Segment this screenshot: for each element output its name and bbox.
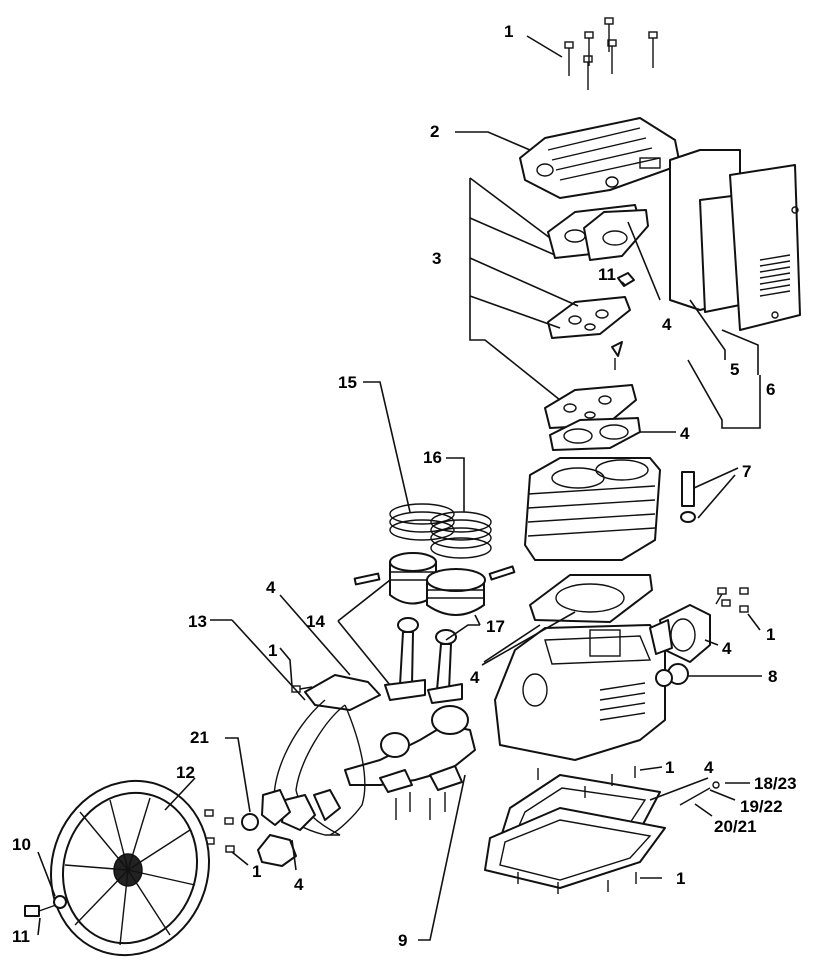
callout-4: 4 (704, 758, 714, 777)
callout-4: 4 (294, 875, 304, 894)
callout-7: 7 (742, 462, 751, 481)
callout-9: 9 (398, 931, 407, 950)
callout-4: 4 (722, 639, 732, 658)
callout-20-21: 20/21 (714, 817, 757, 836)
callout-4: 4 (662, 315, 672, 334)
breather-assembly (655, 471, 696, 687)
callout-19-22: 19/22 (740, 797, 783, 816)
callout-5: 5 (730, 360, 739, 379)
callout-17: 17 (486, 617, 505, 636)
pistons (353, 552, 516, 616)
cylinder-head (519, 117, 681, 199)
callout-1: 1 (766, 625, 775, 644)
valve-plate-assembly (544, 204, 649, 451)
base-bolts (517, 766, 637, 894)
callout-1: 1 (665, 758, 674, 777)
callout-12: 12 (176, 763, 195, 782)
callout-14: 14 (306, 612, 325, 631)
callout-10: 10 (12, 835, 31, 854)
flywheel (49, 779, 211, 957)
callout-4: 4 (266, 578, 276, 597)
seal-and-bolts (204, 685, 313, 853)
callout-11: 11 (12, 927, 30, 946)
rod-caps (379, 765, 463, 820)
callout-8: 8 (768, 667, 777, 686)
callout-4: 4 (680, 424, 690, 443)
piston-rings (389, 503, 492, 559)
callout-4: 4 (470, 668, 480, 687)
base-cover (484, 807, 666, 889)
callout-15: 15 (338, 373, 357, 392)
bearing-carrier-right (649, 587, 749, 663)
callout-16: 16 (423, 448, 442, 467)
drain-fittings (679, 781, 720, 806)
callout-13: 13 (188, 612, 207, 631)
callout-1: 1 (504, 22, 513, 41)
cylinder-block (524, 457, 661, 561)
callout-numbers: 1 2 4 3 11 5 6 4 15 16 7 4 14 13 1 17 4 … (12, 22, 797, 950)
callout-18-23: 18/23 (754, 774, 797, 793)
callout-3: 3 (432, 249, 441, 268)
crankcase-gasket (529, 574, 653, 623)
leader-lines (37, 35, 762, 941)
shroud-panels (669, 149, 801, 331)
flywheel-bolt (24, 895, 67, 917)
callout-11: 11 (598, 265, 616, 284)
callout-6: 6 (766, 380, 775, 399)
callout-1: 1 (268, 641, 277, 660)
head-bolts (564, 17, 658, 90)
manifold-tube (257, 674, 381, 867)
callout-21: 21 (190, 728, 209, 747)
callout-2: 2 (430, 122, 439, 141)
callout-1: 1 (252, 862, 261, 881)
connecting-rods (384, 617, 463, 704)
crankcase (494, 624, 666, 761)
callout-1: 1 (676, 869, 685, 888)
